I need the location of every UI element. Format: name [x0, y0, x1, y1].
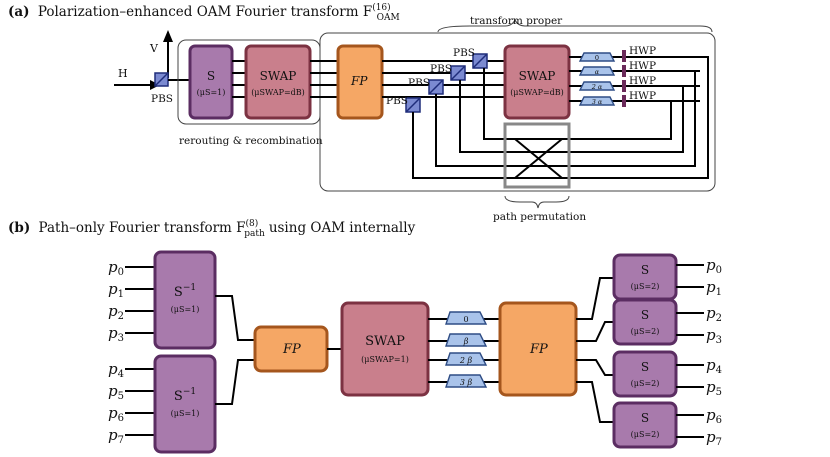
s-out-1-title: S — [641, 263, 649, 277]
transform-proper-label: transform proper — [470, 15, 563, 27]
pbs-array — [405, 53, 488, 113]
svg-text:p1: p1 — [108, 280, 124, 300]
rerouting-label: rerouting & recombination — [179, 135, 323, 147]
svg-text:p4: p4 — [108, 360, 124, 380]
phase-a-0: 0 — [595, 54, 599, 62]
s-out-box-1 — [612, 253, 678, 301]
phase-b-3: 3 β — [460, 378, 473, 387]
swap1-box — [244, 44, 312, 120]
sinv-bottom-title: S−1 — [174, 387, 196, 404]
output-ports: p0 p1 p2 p3 p4 p5 p6 p7 — [706, 256, 722, 448]
pbs-label-1: PBS — [453, 47, 475, 59]
svg-text:p2: p2 — [108, 302, 124, 322]
fp-label-b-left: FP — [282, 342, 301, 357]
s-out-1-param: (μS=2) — [631, 282, 660, 291]
swap-box-b — [340, 301, 430, 397]
swap1-title: SWAP — [260, 69, 297, 83]
svg-text:p2: p2 — [706, 304, 722, 324]
return-wires — [412, 56, 709, 179]
s-out-box-2 — [612, 298, 678, 346]
input-pbs-label: PBS — [151, 93, 173, 105]
hwp-array — [622, 50, 626, 107]
fp-label-b-right: FP — [529, 342, 548, 357]
phase-a-2: 2 α — [591, 83, 603, 91]
swap-b-param: (μSWAP=1) — [361, 355, 409, 364]
sinv-bottom-param: (μS=1) — [171, 409, 200, 418]
s-out-box-3 — [612, 350, 678, 398]
v-arrow — [163, 30, 173, 78]
pbs-label-4: PBS — [386, 95, 408, 107]
fp-box-b-right — [498, 301, 578, 397]
input-h-label: H — [118, 67, 128, 80]
phase-a-1: α — [595, 68, 600, 76]
phase-b-2: 2 β — [459, 356, 473, 365]
sinv-box-top — [153, 250, 217, 350]
input-arrow — [114, 80, 160, 90]
sinv-top-title: S−1 — [174, 283, 196, 300]
s-box-param: (μS=1) — [197, 88, 226, 97]
path-permutation-box — [503, 122, 571, 189]
pbs-label-3: PBS — [408, 77, 430, 89]
s-out-3-title: S — [641, 360, 649, 374]
sinv-top-param: (μS=1) — [171, 305, 200, 314]
swap2-param: (μSWAP=dB) — [510, 88, 564, 97]
fp-label-a: FP — [350, 74, 368, 88]
svg-text:p7: p7 — [108, 426, 124, 446]
panel-a-title: (a) Polarization–enhanced OAM Fourier tr… — [8, 2, 400, 23]
hwp-label-2: HWP — [629, 60, 656, 72]
s-out-3-param: (μS=2) — [631, 379, 660, 388]
fp-box-a — [336, 44, 384, 120]
svg-text:p6: p6 — [706, 406, 722, 426]
s-out-4-title: S — [641, 411, 649, 425]
path-permutation-label: path permutation — [493, 211, 586, 223]
svg-text:p5: p5 — [108, 382, 124, 402]
s-box — [188, 44, 234, 120]
swap-b-title: SWAP — [365, 334, 405, 349]
s-out-2-title: S — [641, 308, 649, 322]
panel-b-title: (b) Path–only Fourier transform F(8)path… — [8, 218, 416, 239]
hwp-label-1: HWP — [629, 45, 656, 57]
svg-text:p3: p3 — [706, 326, 722, 346]
sinv-box-bottom — [153, 354, 217, 454]
svg-text:p3: p3 — [108, 324, 124, 344]
swap1-param: (μSWAP=dB) — [251, 88, 305, 97]
swap2-title: SWAP — [519, 69, 556, 83]
swap2-box — [503, 44, 571, 120]
svg-text:p1: p1 — [706, 278, 722, 298]
input-ports: p0 p1 p2 p3 p4 p5 p6 p7 — [108, 258, 124, 446]
svg-text:p0: p0 — [108, 258, 124, 278]
svg-text:p6: p6 — [108, 404, 124, 424]
phase-plates-a — [578, 52, 616, 106]
s-out-4-param: (μS=2) — [631, 430, 660, 439]
phase-plates-b — [445, 311, 488, 388]
svg-text:p0: p0 — [706, 256, 722, 276]
hwp-label-3: HWP — [629, 75, 656, 87]
s-out-box-4 — [612, 401, 678, 449]
s-box-title: S — [207, 69, 215, 83]
svg-text:p4: p4 — [706, 356, 722, 376]
pbs-label-2: PBS — [430, 63, 452, 75]
svg-text:p7: p7 — [706, 428, 722, 448]
phase-b-1: β — [463, 337, 469, 346]
phase-a-3: 3 α — [592, 98, 603, 106]
svg-text:p5: p5 — [706, 378, 722, 398]
phase-b-0: 0 — [463, 315, 468, 324]
transform-frame — [319, 32, 716, 192]
hwp-label-4: HWP — [629, 90, 656, 102]
s-out-2-param: (μS=2) — [631, 327, 660, 336]
v-label: V — [149, 42, 159, 55]
